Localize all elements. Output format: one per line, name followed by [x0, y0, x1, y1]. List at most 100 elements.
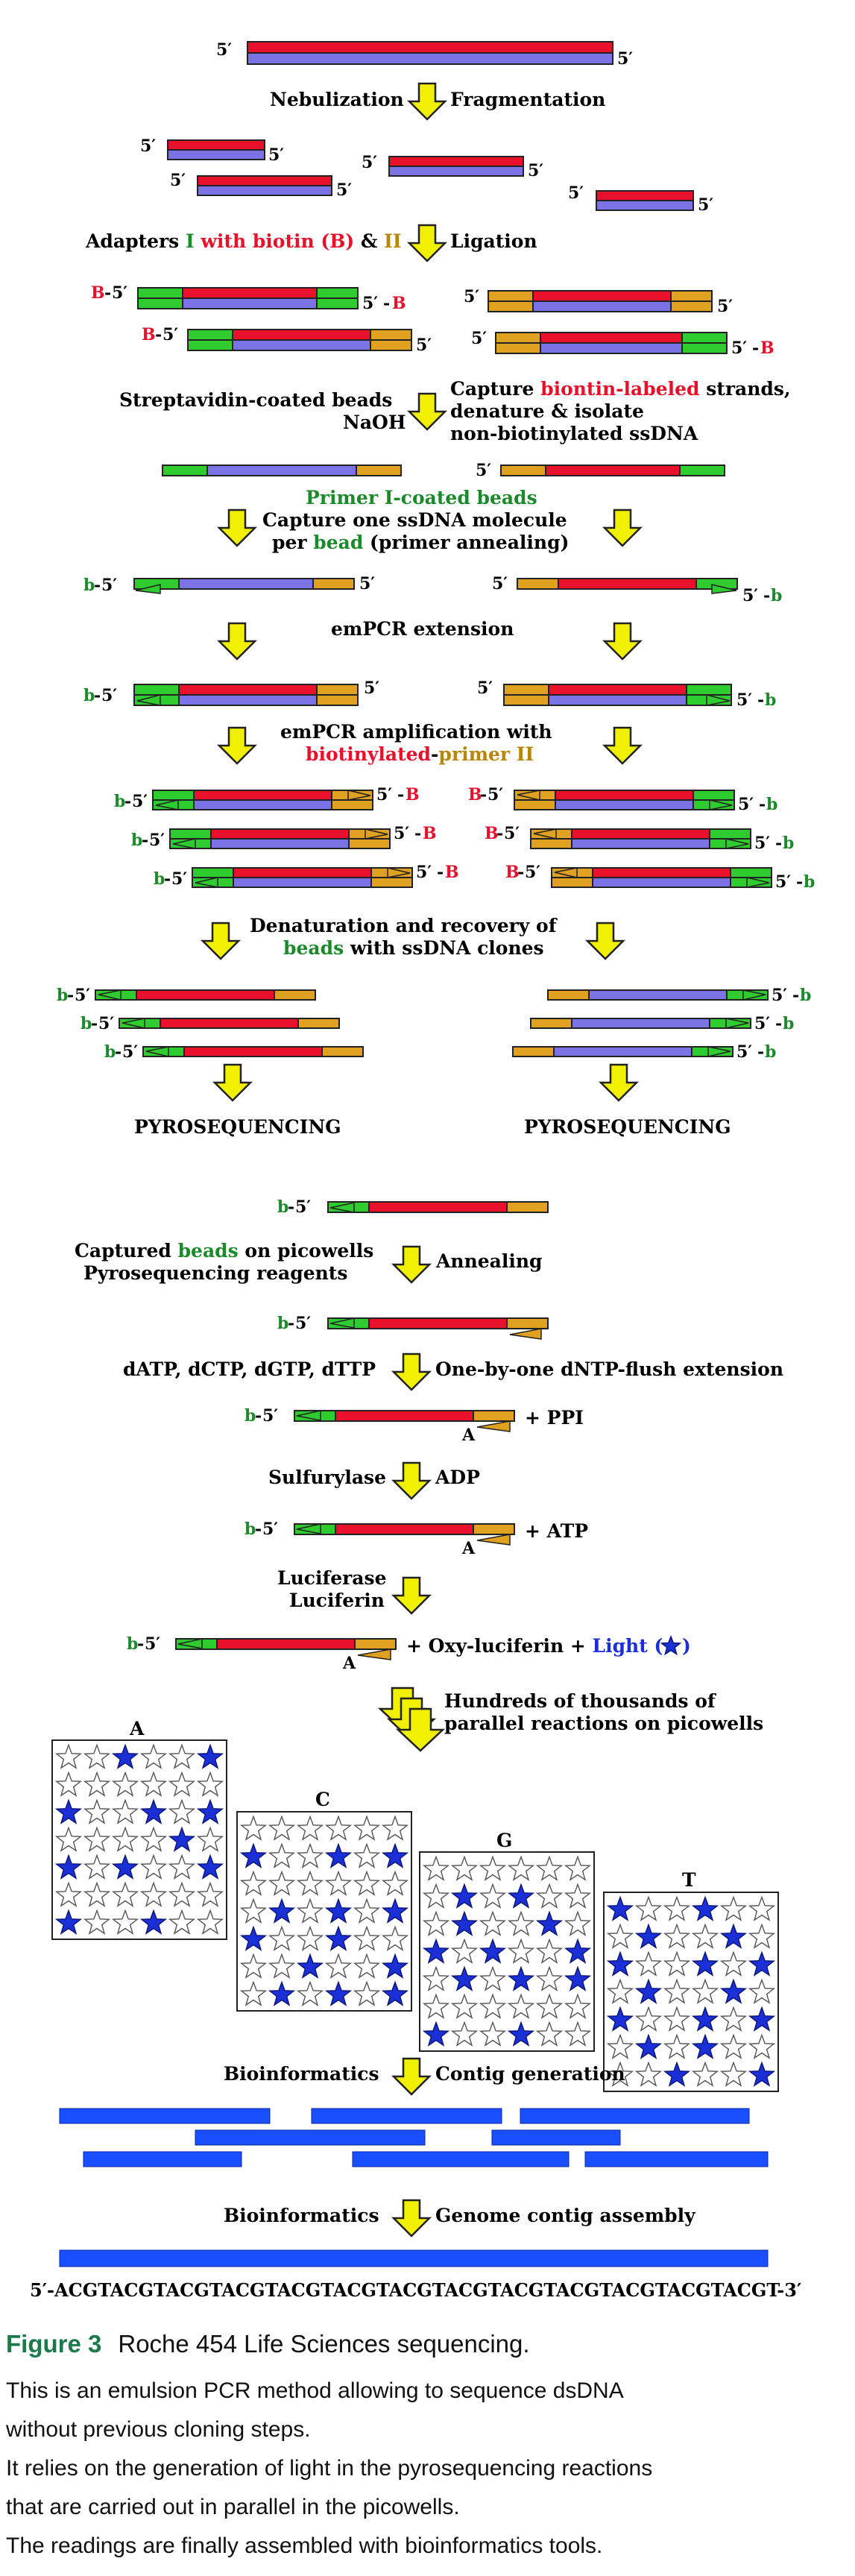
bead-b: b: [57, 986, 68, 1005]
grid-frame: [51, 1739, 227, 1940]
well-star: [564, 1855, 592, 1881]
nebulization-label: Nebulization: [270, 89, 404, 110]
lit-well-star: [535, 1910, 564, 1936]
step-arrow: [218, 622, 256, 661]
svg-text:-: -: [757, 690, 764, 710]
grid-frame: [603, 1892, 779, 2092]
well-star: [83, 1909, 111, 1935]
lit-well-star: [691, 2033, 719, 2059]
well-star: [479, 1855, 507, 1881]
dash: -: [124, 792, 131, 811]
well-star: [54, 1771, 83, 1797]
contig-generation-label: Contig generation: [435, 2063, 625, 2085]
dash: -: [775, 1014, 782, 1033]
five-prime-label: 5′: [268, 145, 284, 165]
biotin-B: B: [760, 338, 774, 358]
five-prime-label: 5′: [376, 785, 392, 804]
well-star: [719, 2006, 748, 2032]
dna-segment: [169, 828, 212, 840]
dash: -: [142, 831, 148, 850]
five-prime-label: 5′: [362, 153, 377, 172]
well-star: [663, 2033, 691, 2059]
five-prime-label: 5′: [464, 287, 479, 306]
lit-well-star: [324, 1925, 353, 1951]
well-star: [54, 1826, 83, 1852]
well-star: [663, 2006, 691, 2032]
well-star: [83, 1743, 111, 1769]
well-star: [111, 1881, 139, 1907]
well-star: [634, 2006, 663, 2032]
well-star: [663, 1978, 691, 2004]
well-star: [83, 1881, 111, 1907]
empcr-extension-label: emPCR extension: [331, 618, 514, 640]
lit-well-star: [606, 2006, 634, 2032]
five-prime-label: 5′: [163, 325, 178, 344]
well-star: [83, 1798, 111, 1824]
well-star: [479, 1965, 507, 1991]
well-star: [535, 1993, 564, 2019]
bead-b: b: [81, 1014, 92, 1033]
capture-label: Capture biontin-labeled strands,: [450, 378, 791, 400]
lit-well-star: [634, 1978, 663, 2004]
well-star: [663, 1895, 691, 1921]
lit-well-star: [111, 1854, 139, 1880]
well-star: [353, 1980, 381, 2006]
lit-well-star: [450, 1883, 479, 1909]
lit-well-star: [719, 1923, 748, 1949]
well-star: [422, 1883, 450, 1909]
dna-segment: [547, 989, 590, 1001]
well-star: [748, 1895, 776, 1921]
lit-well-star: [479, 1938, 507, 1964]
well-star: [268, 1953, 296, 1979]
well-star: [719, 1895, 748, 1921]
lit-well-star: [381, 1953, 409, 1979]
primer-arrowhead: [517, 790, 540, 801]
lit-well-star: [296, 1953, 324, 1979]
step-arrow: [213, 1063, 252, 1102]
five-prime-label: 5′: [742, 586, 758, 605]
well-star: [168, 1881, 196, 1907]
well-star: [196, 1771, 224, 1797]
five-prime-label: 5′: [122, 1042, 138, 1062]
primer-arrowhead: [122, 1018, 145, 1029]
well-star: [196, 1826, 224, 1852]
biotin-B: B: [423, 824, 437, 843]
five-prime-label: 5′: [149, 831, 165, 850]
well-star: [422, 1965, 450, 1991]
lit-well-star: [634, 2033, 663, 2059]
lit-well-star: [111, 1743, 139, 1769]
well-star: [268, 1925, 296, 1951]
primer-arrowhead: [172, 838, 196, 849]
dash: -: [414, 824, 421, 843]
bead-b: b: [765, 1042, 776, 1062]
five-prime-label: 5′: [775, 872, 791, 892]
bead-ssdna: b - 5′ 5′ 5′ 5′ - b: [83, 574, 782, 605]
lit-well-star: [139, 1909, 168, 1935]
step-arrow: [392, 1352, 431, 1391]
well-star: [422, 1993, 450, 2019]
well-star: [564, 1910, 592, 1936]
well-star: [606, 1978, 634, 2004]
dna-segment: [233, 877, 372, 888]
sulfurylase-label: Sulfurylase: [268, 1467, 386, 1488]
lit-well-star: [381, 1980, 409, 2006]
well-star: [353, 1953, 381, 1979]
well-star: [168, 1909, 196, 1935]
luciferase-label: Luciferase: [277, 1567, 386, 1589]
well-star: [196, 1909, 224, 1935]
primer-arrowhead: [533, 828, 557, 840]
dna-fragments: 5′ 5′ 5′ 5′ 5′ 5′ 5′ 5′: [140, 136, 713, 215]
five-prime-label: 5′: [145, 1634, 160, 1654]
primer-arrowhead: [155, 799, 179, 810]
dna-segment: [152, 790, 195, 801]
picowell-grid-T: [603, 1892, 779, 2092]
dash: -: [796, 872, 803, 892]
picowell-grid-G: [419, 1851, 595, 2052]
recovery-label: beads with ssDNA clones: [283, 937, 544, 959]
non-biotin-label: non-biotinylated ssDNA: [450, 423, 698, 444]
step-arrow: [392, 2057, 431, 2096]
bead-b: b: [771, 586, 782, 605]
biotin-B: B: [142, 325, 156, 344]
lit-well-star: [507, 1965, 535, 1991]
well-star: [381, 1870, 409, 1896]
